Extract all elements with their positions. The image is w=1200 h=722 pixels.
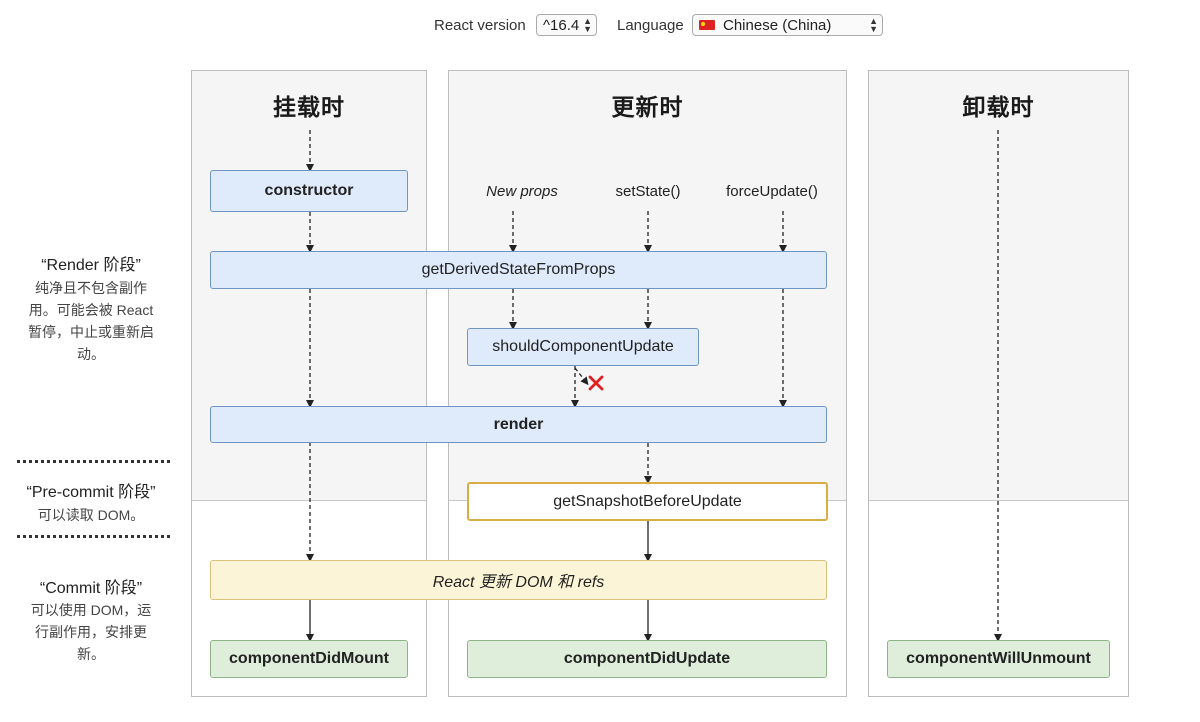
react-version-label: React version <box>434 17 526 34</box>
commit-phase-desc-line: 新。 <box>77 646 105 662</box>
phase-separator-dots <box>17 535 170 538</box>
precommit-phase-desc-line: 可以读取 DOM。 <box>37 507 145 523</box>
language-label: Language <box>617 17 684 34</box>
component-did-mount-box: componentDidMount <box>210 640 408 678</box>
trigger-set-state: setState() <box>615 183 681 200</box>
react-updates-dom-box: React 更新 DOM 和 refs <box>210 560 827 600</box>
get-derived-state-box: getDerivedStateFromProps <box>210 251 827 289</box>
trigger-force-update: forceUpdate() <box>726 183 818 200</box>
cancel-x-icon <box>588 375 604 391</box>
mounting-title: 挂载时 <box>273 94 345 120</box>
commit-phase-desc: 可以使用 DOM，运 行副作用，安排更 新。 <box>16 599 166 665</box>
trigger-new-props: New props <box>486 183 558 200</box>
constructor-box: constructor <box>210 170 408 212</box>
commit-phase-title: “Commit 阶段” <box>39 580 143 597</box>
react-version-select[interactable]: ^16.4 ▲▼ <box>536 14 597 36</box>
render-phase-desc-line: 纯净且不包含副作 <box>35 280 147 296</box>
select-arrows-icon: ▲▼ <box>583 16 592 34</box>
language-select[interactable]: Chinese (China) ▲▼ <box>692 14 883 36</box>
render-phase-desc-line: 动。 <box>77 346 105 362</box>
phase-divider <box>192 500 426 501</box>
phase-separator-dots <box>17 460 170 463</box>
commit-phase-desc-line: 行副作用，安排更 <box>35 624 147 640</box>
component-will-unmount-box: componentWillUnmount <box>887 640 1110 678</box>
render-phase-desc-line: 用。可能会被 React <box>28 302 154 318</box>
should-component-update-box: shouldComponentUpdate <box>467 328 699 366</box>
render-phase-desc-line: 暂停，中止或重新启 <box>28 324 154 340</box>
arrow-scu-cancel <box>574 367 589 386</box>
unmounting-title: 卸载时 <box>962 94 1035 120</box>
updating-title: 更新时 <box>611 94 684 120</box>
render-box: render <box>210 406 827 443</box>
china-flag-icon <box>699 20 715 30</box>
precommit-phase-desc: 可以读取 DOM。 <box>16 504 166 526</box>
commit-phase-desc-line: 可以使用 DOM，运 <box>30 602 152 618</box>
select-arrows-icon: ▲▼ <box>869 16 878 34</box>
render-phase-title: “Render 阶段” <box>41 257 141 274</box>
phase-divider <box>869 500 1128 501</box>
precommit-phase-title: “Pre-commit 阶段” <box>26 484 156 501</box>
get-snapshot-box: getSnapshotBeforeUpdate <box>467 482 828 521</box>
component-did-update-box: componentDidUpdate <box>467 640 827 678</box>
render-phase-desc: 纯净且不包含副作 用。可能会被 React 暂停，中止或重新启 动。 <box>16 277 166 365</box>
react-version-value: ^16.4 <box>543 16 580 34</box>
language-value: Chinese (China) <box>723 16 832 34</box>
